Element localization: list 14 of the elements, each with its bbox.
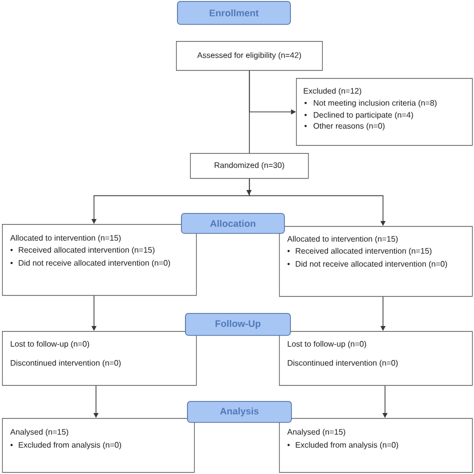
- flow-box: Lost to follow-up (n=0) Discontinued intervention (n=0): [2, 331, 197, 386]
- flow-box: Excluded (n=12) Not meeting inclusion criteria (n=8) Declined to participate (n=4) Other reasons (n=0): [296, 78, 473, 146]
- process-box: Assessed for eligibility (n=42): [176, 41, 323, 71]
- stage-header: Enrollment: [177, 1, 291, 25]
- flow-box: Lost to follow-up (n=0) Discontinued intervention (n=0): [279, 331, 473, 386]
- process-box: Randomized (n=30): [190, 153, 309, 179]
- flow-box: Analysed (n=15) Excluded from analysis (n=0): [2, 418, 195, 473]
- stage-header: Follow-Up: [185, 313, 291, 336]
- connector-line: [248, 70, 250, 154]
- flow-box: Allocated to intervention (n=15) Received allocated intervention (n=15) Did not receive allocated intervention (n=0): [2, 224, 197, 296]
- stage-header: Analysis: [187, 401, 292, 423]
- flow-box: Analysed (n=15) Excluded from analysis (n=0): [279, 418, 473, 473]
- flow-box: Allocated to intervention (n=15) Received allocated intervention (n=15) Did not receive allocated intervention (n=0): [279, 226, 473, 297]
- stage-header: Allocation: [181, 213, 285, 234]
